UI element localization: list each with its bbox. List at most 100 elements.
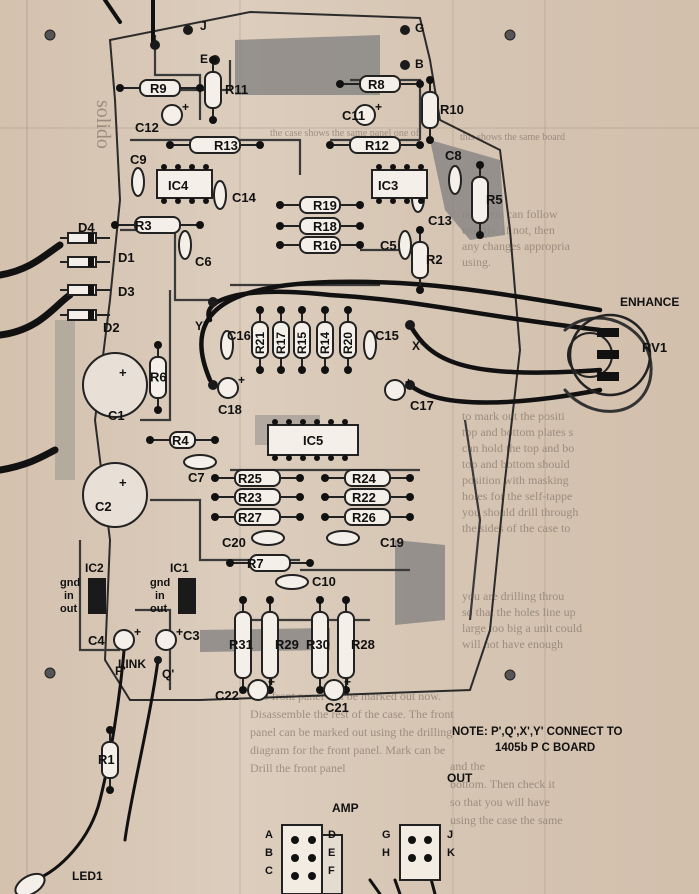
c2-label: C2 [95, 499, 112, 514]
c18-label: C18 [218, 402, 242, 417]
plus-mark: + [182, 100, 189, 114]
bg-line: using the case the same [450, 813, 563, 827]
r15-label: R15 [295, 332, 309, 354]
mount-hole-tr [504, 29, 516, 41]
external-wires [0, 0, 653, 894]
bg-line: bottom. Then check it [450, 777, 556, 791]
r16-label: R16 [313, 238, 337, 253]
out-pin-g: G [382, 829, 391, 841]
mount-hole-br [504, 669, 516, 681]
bg-col2: to mark out the positi top and bottom pla… [462, 409, 578, 535]
bg-line: you are drilling throu [462, 589, 564, 603]
plus-mark: + [119, 365, 127, 380]
bg-caption-left: the case shows the same panel one of [270, 128, 420, 139]
bg-col5: and the bottom. Then check it so that you … [450, 759, 563, 827]
r21-label: R21 [253, 332, 267, 354]
plus-mark: + [268, 675, 275, 689]
bg-col4: The front panel can be marked out now.Di… [250, 689, 454, 775]
r9-label: R9 [150, 81, 167, 96]
amp-pin-c: C [265, 865, 273, 877]
terminal-j: J [200, 19, 207, 33]
mount-hole-bl [44, 667, 56, 679]
plus-mark: + [238, 373, 245, 387]
amp-pin-d: D [328, 829, 336, 841]
out-pin-h: H [382, 847, 390, 859]
plus-mark: + [375, 100, 382, 114]
d1-label: D1 [118, 250, 135, 265]
bg-line: Drill the front panel [250, 761, 346, 775]
ic1-out: out [150, 603, 167, 615]
r25-label: R25 [238, 471, 262, 486]
c16-label: C16 [227, 328, 251, 343]
d4-label: D4 [78, 220, 95, 235]
amp-pin-e: E [328, 847, 335, 859]
plus-mark: + [134, 625, 141, 639]
terminal-e: E [200, 52, 208, 66]
d2-label: D2 [103, 320, 120, 335]
r4-label: R4 [172, 433, 189, 448]
bg-line: position with masking [462, 473, 569, 487]
plus-mark: + [176, 625, 183, 639]
mount-hole-tl [44, 29, 56, 41]
led1-label: LED1 [72, 869, 103, 883]
bg-line: the sides of the case to [462, 521, 570, 535]
r13-label: R13 [214, 138, 238, 153]
amp-pin-a: A [265, 829, 273, 841]
r28-label: R28 [351, 637, 375, 652]
r14-label: R14 [318, 332, 332, 354]
amp-pin-b: B [265, 847, 273, 859]
c13-label: C13 [428, 213, 452, 228]
r12-label: R12 [365, 138, 389, 153]
ic2-in: in [64, 590, 74, 602]
c5-label: C5 [380, 238, 397, 253]
r20-label: R20 [341, 332, 355, 354]
bg-line: can hold the top and bo [462, 441, 574, 455]
terminal-p: P' [115, 664, 126, 678]
r29-label: R29 [275, 637, 299, 652]
bg-line: diagram for the front panel. Mark can be [250, 743, 445, 757]
ic5-label: IC5 [303, 433, 323, 448]
r10-label: R10 [440, 102, 464, 117]
ic1-gnd: gnd [150, 577, 170, 589]
r26-label: R26 [352, 510, 376, 525]
ic1-in: in [155, 590, 165, 602]
r2-label: R2 [426, 252, 443, 267]
terminal-x: X' [412, 339, 423, 353]
out-pin-j: J [447, 829, 453, 841]
r6-label: R6 [150, 370, 167, 385]
bg-line: using. [462, 255, 491, 269]
r3-label: R3 [135, 218, 152, 233]
c19-label: C19 [380, 535, 404, 550]
bg-line: to mark out the positi [462, 409, 565, 423]
c20-label: C20 [222, 535, 246, 550]
bg-line: top and bottom plates s [462, 425, 574, 439]
c7-label: C7 [188, 470, 205, 485]
bg-line: will not have enough [462, 637, 563, 651]
r23-label: R23 [238, 490, 262, 505]
link-label: LINK [118, 657, 146, 671]
r1-label: R1 [98, 752, 115, 767]
note-line2: 1405b P C BOARD [495, 742, 595, 754]
c10-label: C10 [312, 574, 336, 589]
rv1-label: RV1 [642, 340, 667, 355]
r27-label: R27 [238, 510, 262, 525]
r30-label: R30 [306, 637, 330, 652]
bg-line: and the [450, 759, 485, 773]
bg-line: top and bottom should [462, 457, 570, 471]
note-line1: NOTE: P',Q',X',Y' CONNECT TO [452, 726, 623, 738]
bg-line: so that the holes line up [462, 605, 576, 619]
ic2-out: out [60, 603, 77, 615]
c12-label: C12 [135, 120, 159, 135]
c22-label: C22 [215, 688, 239, 703]
c17-label: C17 [410, 398, 434, 413]
c8-label: C8 [445, 148, 462, 163]
bg-line: so that you will have [450, 795, 550, 809]
amp-connector: AMP A B C D E F [265, 801, 359, 894]
c1-label: C1 [108, 408, 125, 423]
ic3-label: IC3 [378, 178, 398, 193]
terminal-q: Q' [162, 667, 174, 681]
c3-label: C3 [183, 628, 200, 643]
